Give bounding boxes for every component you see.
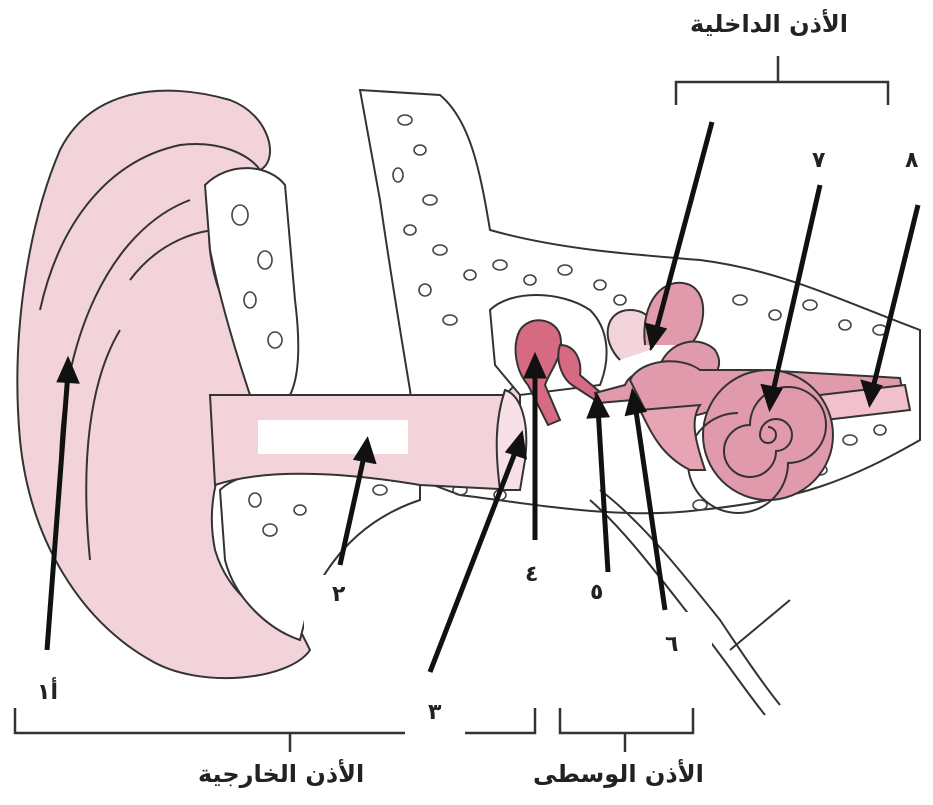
canal-label-box [258, 420, 408, 454]
middle-ear-bracket [560, 708, 693, 752]
tube-line [730, 600, 790, 650]
label-7: ٧ [812, 148, 825, 173]
inner-ear-bracket [676, 56, 888, 105]
label-6: ٦ [665, 632, 678, 657]
label-4: ٤ [525, 562, 538, 587]
label-8: ٨ [905, 148, 918, 173]
middle-ear-title: الأذن الوسطى [533, 760, 704, 788]
label-2: ٢ [332, 582, 345, 607]
label-5: ٥ [590, 580, 603, 605]
inner-ear-title: الأذن الداخلية [690, 10, 848, 38]
label-3: ٣ [428, 700, 441, 725]
outer-ear-title: الأذن الخارجية [198, 760, 364, 788]
eustachian-tube [600, 490, 780, 705]
eustachian-tube-2 [590, 500, 765, 715]
label-1: أ١ [37, 680, 58, 705]
